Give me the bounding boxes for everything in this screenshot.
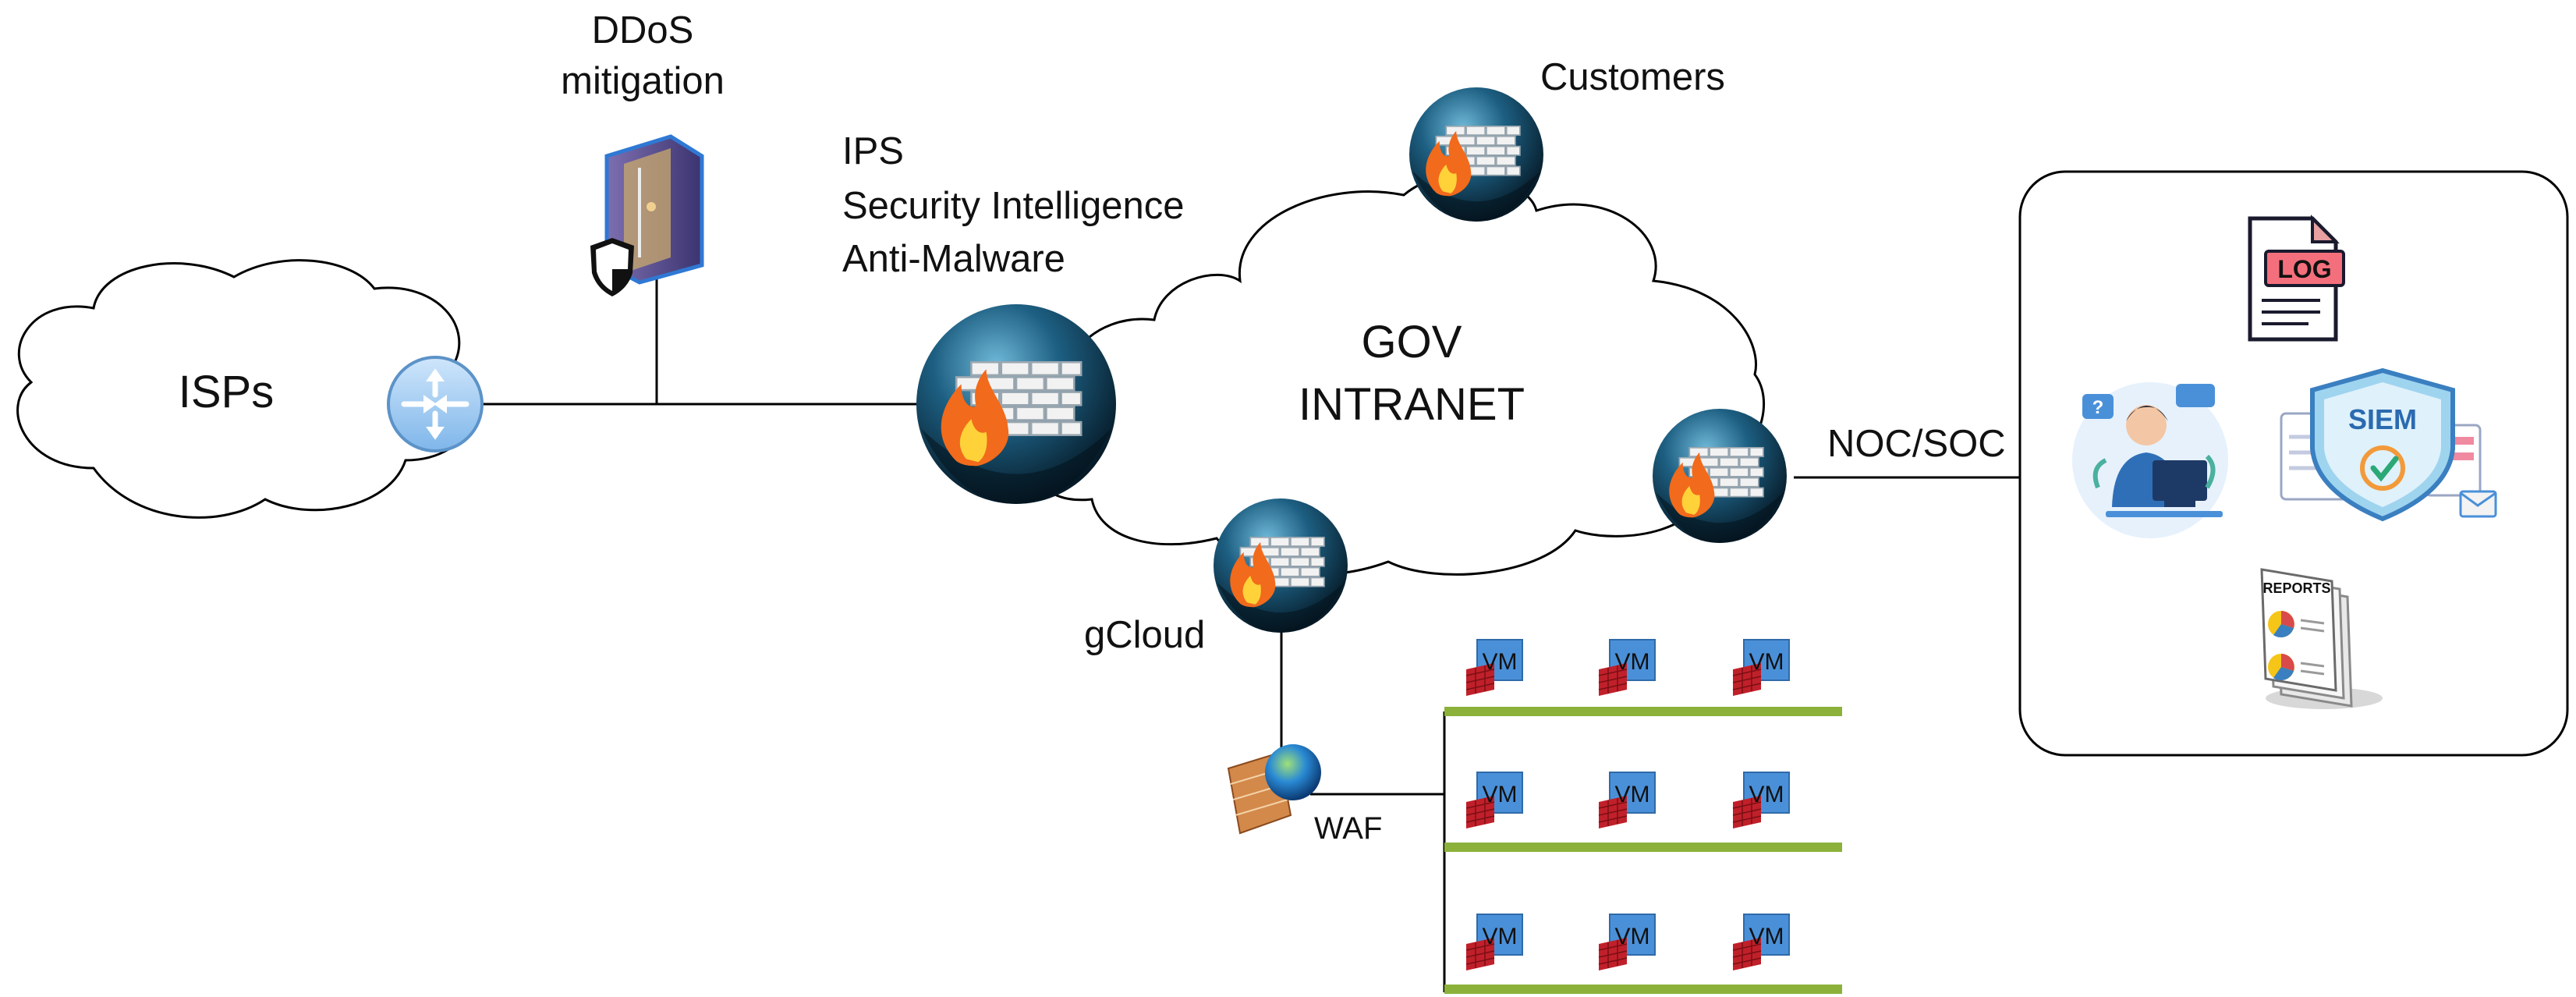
svg-text:VM: VM xyxy=(1749,924,1784,949)
firewall-noc xyxy=(1653,409,1787,543)
ips-label-line3: Anti-Malware xyxy=(842,238,1065,280)
vm-r3-c1: VM xyxy=(1465,914,1523,971)
vlan-bars xyxy=(1444,707,1842,994)
firewall-ips xyxy=(916,304,1116,504)
log-label: LOG xyxy=(2277,255,2331,283)
svg-text:VM: VM xyxy=(1483,924,1518,949)
gcloud-label: gCloud xyxy=(1084,614,1205,656)
vm-r2-c1: VM xyxy=(1465,772,1523,829)
ddos-label-line1: DDoS xyxy=(592,9,694,51)
svg-text:VM: VM xyxy=(1749,782,1784,807)
router-icon xyxy=(387,356,484,452)
waf-label: WAF xyxy=(1314,811,1382,846)
svg-text:VM: VM xyxy=(1749,649,1784,675)
svg-text:VM: VM xyxy=(1483,782,1518,807)
pie-chart-icon xyxy=(2268,611,2294,681)
svg-text:VM: VM xyxy=(1615,924,1650,949)
ips-labels: IPS Security Intelligence Anti-Malware xyxy=(842,130,1185,280)
ips-label-line1: IPS xyxy=(842,130,904,172)
log-file-icon: LOG xyxy=(2248,215,2345,342)
customers-label: Customers xyxy=(1540,56,1725,98)
svg-text:VM: VM xyxy=(1615,649,1650,675)
ddos-mitigation: DDoS mitigation xyxy=(561,9,725,296)
server-icon xyxy=(604,134,704,285)
svg-text:?: ? xyxy=(2092,397,2104,418)
waf: WAF xyxy=(1227,744,1382,846)
siem-illustration: SIEM xyxy=(2280,367,2497,522)
globe-icon xyxy=(1265,744,1321,800)
vm-r2-c2: VM xyxy=(1598,772,1656,829)
svg-text:VM: VM xyxy=(1615,782,1650,807)
vm-r3-c3: VM xyxy=(1732,914,1790,971)
vm-r1-c3: VM xyxy=(1732,639,1790,697)
gov-intranet-cloud: GOV INTRANET xyxy=(1033,173,1766,577)
ips-label-line2: Security Intelligence xyxy=(842,185,1185,227)
noc-soc-label: NOC/SOC xyxy=(1827,423,2006,465)
noc-soc-panel: LOG ? xyxy=(2018,170,2569,757)
vm-r3-c2: VM xyxy=(1598,914,1656,971)
vm-r2-c3: VM xyxy=(1732,772,1790,829)
vlan-bar-2 xyxy=(1444,843,1842,852)
vm-r1-c2: VM xyxy=(1598,639,1656,697)
chat-bubble-icon: ? xyxy=(2082,384,2215,419)
ddos-label-line2: mitigation xyxy=(561,60,725,102)
vm-grid: VM VM VM VM VM VM VM VM VM xyxy=(1465,639,1790,971)
isps-label: ISPs xyxy=(179,367,275,417)
vm-r1-c1: VM xyxy=(1465,639,1523,697)
reports-label: REPORTS xyxy=(2262,580,2330,596)
gov-label-line2: INTRANET xyxy=(1299,379,1525,430)
vlan-bar-3 xyxy=(1444,985,1842,994)
svg-text:VM: VM xyxy=(1483,649,1518,675)
operator-illustration: ? xyxy=(2072,382,2228,538)
firewall-customers xyxy=(1409,87,1543,222)
isps-cloud: ISPs xyxy=(16,259,478,519)
shield-icon xyxy=(590,238,634,296)
reports-illustration: REPORTS xyxy=(2260,568,2383,709)
siem-label: SIEM xyxy=(2348,403,2417,435)
vlan-bar-1 xyxy=(1444,707,1842,716)
gov-label-line1: GOV xyxy=(1362,317,1462,367)
firewall-gcloud xyxy=(1214,499,1348,633)
